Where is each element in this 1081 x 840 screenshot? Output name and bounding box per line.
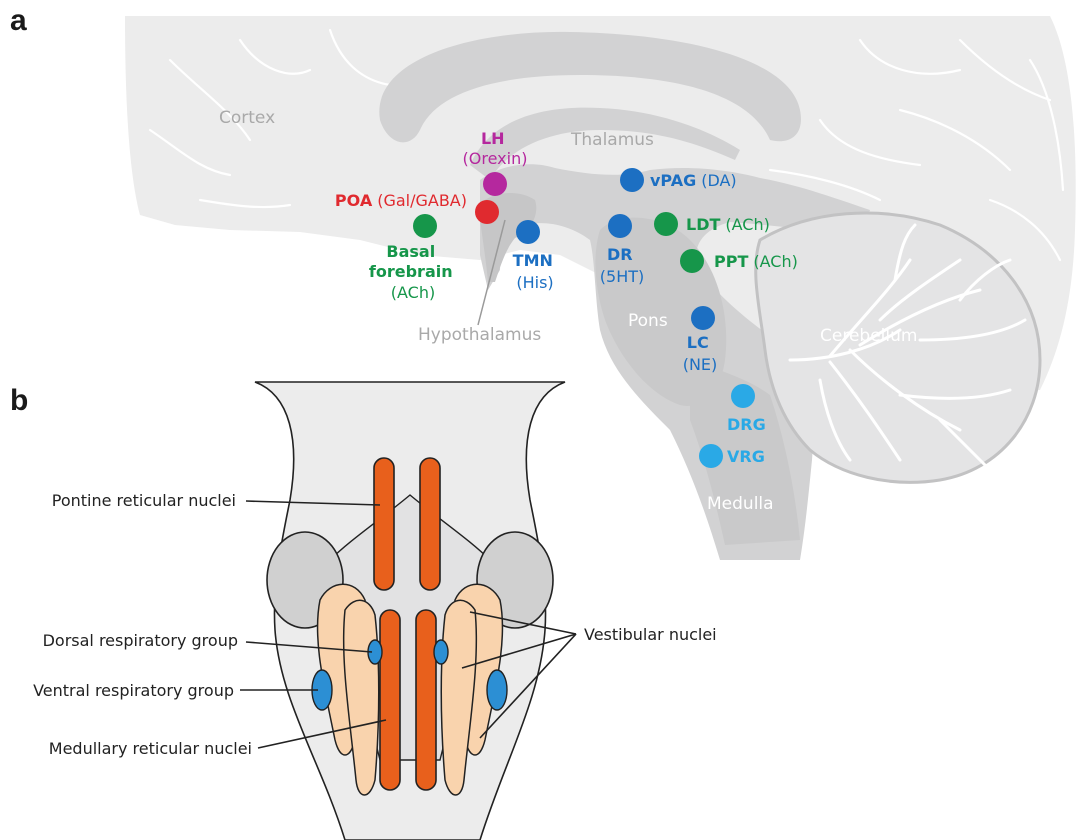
cerebellum-label: Cerebellum [820, 326, 917, 346]
cortex-label: Cortex [219, 108, 275, 128]
panel-b: b Pontine reticular nuclei Do [10, 382, 717, 840]
dr-dot [608, 214, 632, 238]
panel-a: a Cortex Thalamus Hypothalamus Pons Cere… [10, 4, 1076, 560]
ppt-label: PPT(ACh) [714, 252, 798, 271]
ppt-dot [680, 249, 704, 273]
poa-label: POA(Gal/GABA) [335, 191, 467, 210]
medullary-reticular-left [380, 610, 400, 790]
lh-dot [483, 172, 507, 196]
medulla-label: Medulla [707, 494, 774, 514]
ventral-respiratory-right [487, 670, 507, 710]
drg-dot [731, 384, 755, 408]
vrg-label: VRG [727, 447, 765, 466]
lc-dot [691, 306, 715, 330]
panel-b-letter: b [10, 384, 28, 417]
dorsal-respiratory-label: Dorsal respiratory group [43, 631, 238, 650]
dorsal-respiratory-right [434, 640, 448, 664]
vestibular-nuclei-label: Vestibular nuclei [584, 625, 717, 644]
panel-a-letter: a [10, 4, 27, 37]
pontine-reticular-right [420, 458, 440, 590]
medullary-reticular-right [416, 610, 436, 790]
pontine-reticular-left [374, 458, 394, 590]
tmn-label: TMN (His) [513, 251, 558, 292]
tmn-dot [516, 220, 540, 244]
ldt-dot [654, 212, 678, 236]
thalamus-label: Thalamus [570, 130, 654, 150]
medullary-reticular-label: Medullary reticular nuclei [49, 739, 252, 758]
ventral-respiratory-label: Ventral respiratory group [33, 681, 234, 700]
ldt-label: LDT(ACh) [686, 215, 770, 234]
pontine-reticular-label: Pontine reticular nuclei [52, 491, 236, 510]
vpag-dot [620, 168, 644, 192]
vrg-dot [699, 444, 723, 468]
pons-label: Pons [628, 311, 668, 331]
vpag-label: vPAG(DA) [650, 171, 737, 190]
hypothalamus-label: Hypothalamus [418, 325, 541, 345]
poa-dot [475, 200, 499, 224]
basal-forebrain-dot [413, 214, 437, 238]
drg-label: DRG [727, 415, 766, 434]
